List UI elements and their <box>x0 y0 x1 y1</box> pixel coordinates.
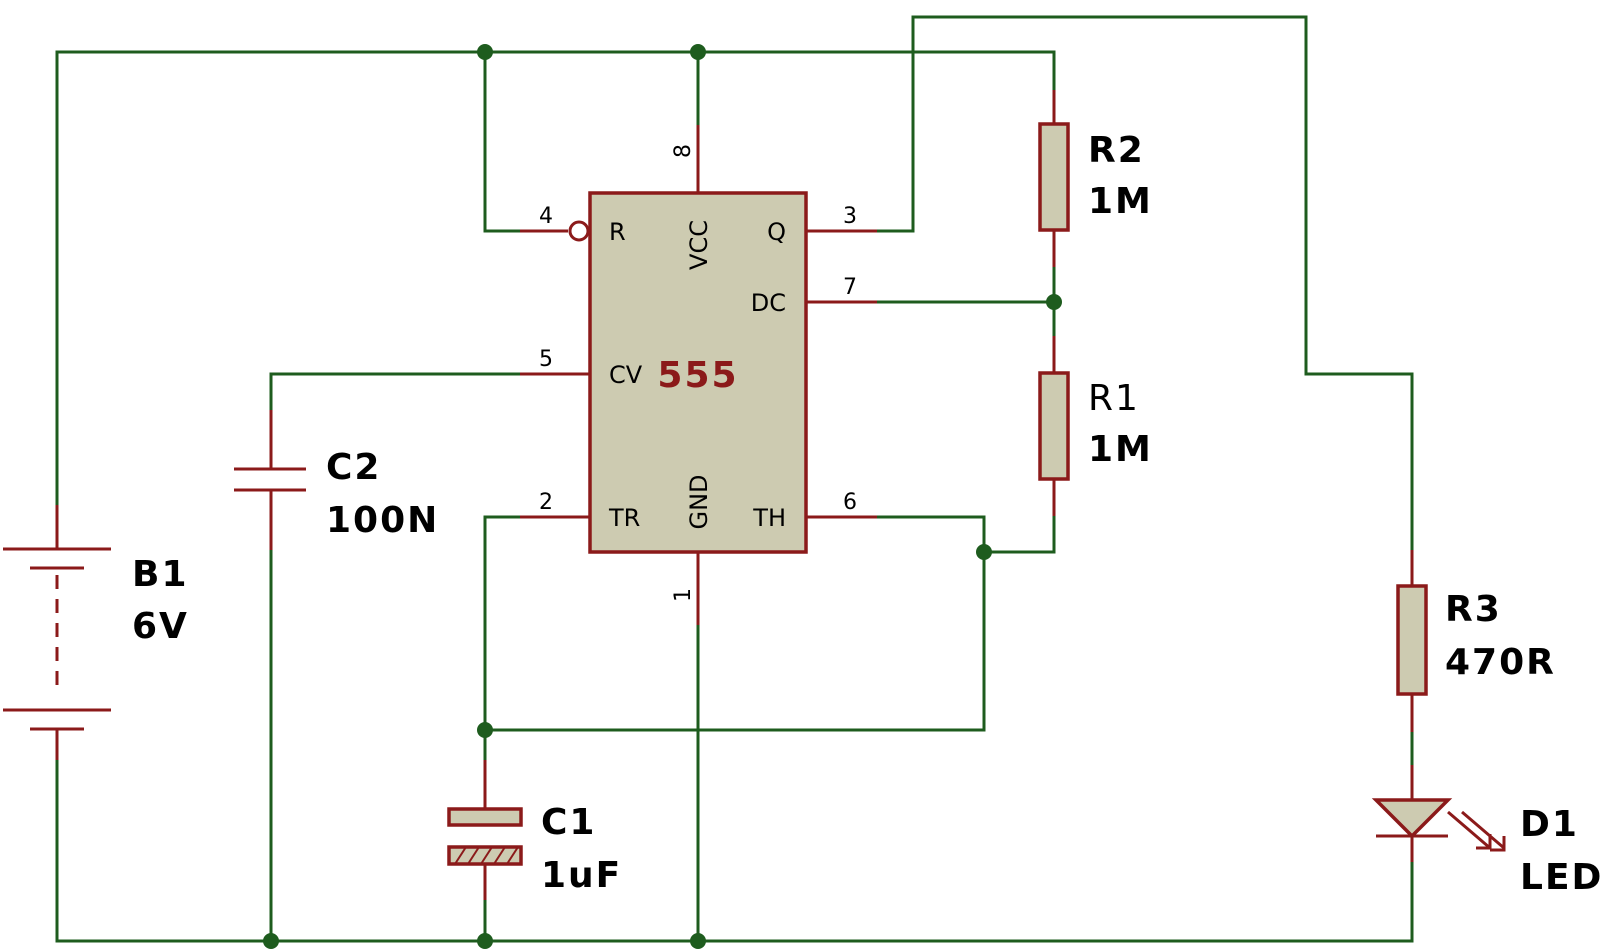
wire-bottom-rail <box>55 860 1414 943</box>
c1-value: 1uF <box>541 855 622 896</box>
pin-label-q: Q <box>767 218 786 246</box>
pin-label-tr: TR <box>608 504 640 532</box>
pin-label-vcc: VCC <box>685 220 713 270</box>
resistor-r2: R2 1M <box>1038 90 1153 267</box>
r1-ref: R1 <box>1088 378 1140 419</box>
junction <box>976 544 992 560</box>
resistor-r1: R1 1M <box>1038 336 1153 516</box>
pin-num-reset: 4 <box>539 204 553 229</box>
b1-ref: B1 <box>132 554 189 595</box>
junctions <box>263 44 1062 949</box>
r3-value: 470R <box>1445 642 1556 683</box>
pin-label-cv: CV <box>609 361 643 389</box>
b1-value: 6V <box>132 606 189 647</box>
resistor-r3: R3 470R <box>1396 550 1556 732</box>
d1-ref: D1 <box>1520 804 1579 845</box>
r3-ref: R3 <box>1445 589 1502 630</box>
wire-cv <box>269 372 522 412</box>
pin-num-dc: 7 <box>843 275 857 300</box>
pin-label-reset: R <box>609 218 626 246</box>
junction <box>1046 294 1062 310</box>
wire-top-rail <box>55 50 1056 92</box>
pin-label-th: TH <box>752 504 786 532</box>
wire-r1-th <box>982 514 1056 554</box>
ic-body <box>588 191 808 554</box>
wire-output <box>875 15 1414 552</box>
junction <box>263 933 279 949</box>
junction <box>477 44 493 60</box>
ic-name: 555 <box>657 355 738 396</box>
led-d1: D1 LED <box>1371 765 1600 898</box>
r2-ref: R2 <box>1088 130 1145 171</box>
light-arrows-icon <box>1447 810 1506 852</box>
c2-value: 100N <box>326 500 439 541</box>
pin-num-gnd: 1 <box>671 588 696 602</box>
pin-num-vcc: 8 <box>671 144 696 158</box>
wire-trigger <box>483 515 522 762</box>
pin-label-dc: DC <box>751 289 786 317</box>
battery-b1: B1 6V <box>3 505 189 760</box>
pin-num-cv: 5 <box>539 347 553 372</box>
capacitor-c2: C2 100N <box>234 410 439 550</box>
pin-num-tr: 2 <box>539 490 553 515</box>
capacitor-c1: C1 1uF <box>447 760 622 900</box>
wire-threshold <box>483 515 986 732</box>
pin-label-gnd: GND <box>685 474 713 529</box>
r2-value: 1M <box>1088 181 1153 222</box>
r1-value: 1M <box>1088 429 1153 470</box>
pin-num-th: 6 <box>843 490 857 515</box>
c1-ref: C1 <box>541 802 596 843</box>
wire-reset <box>483 50 522 233</box>
d1-value: LED <box>1520 857 1600 898</box>
pin-num-q: 3 <box>843 204 857 229</box>
c2-ref: C2 <box>326 447 381 488</box>
junction <box>690 44 706 60</box>
junction <box>477 933 493 949</box>
ic-555: 555 4 8 3 7 5 2 1 6 R VCC Q DC CV TR GND… <box>520 125 877 625</box>
wires <box>55 15 1414 943</box>
junction <box>690 933 706 949</box>
junction <box>477 722 493 738</box>
